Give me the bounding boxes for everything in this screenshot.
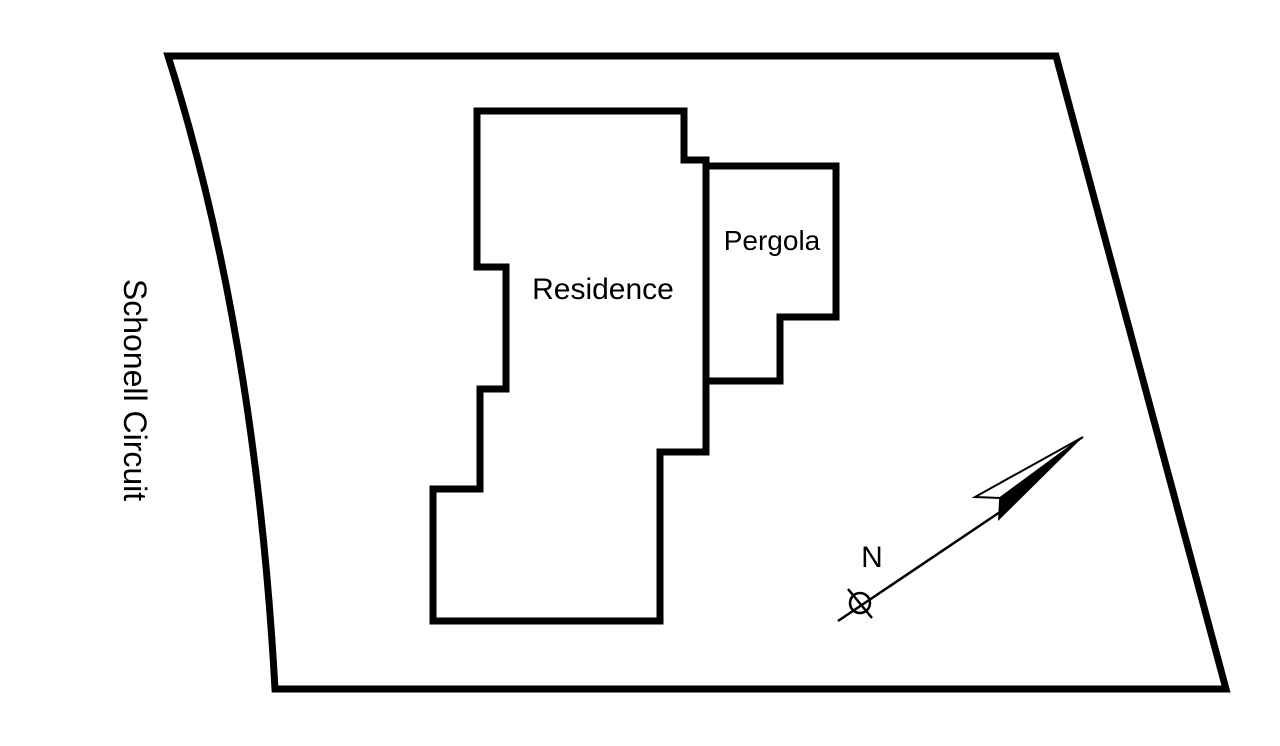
- circle-cross-icon: [847, 588, 873, 619]
- residence-outline: [429, 107, 710, 625]
- north-arrow-head-open: [971, 436, 1084, 500]
- north-arrow-head-solid: [998, 437, 1083, 521]
- north-arrow-icon: [837, 436, 1084, 623]
- residence-label: Residence: [532, 273, 674, 306]
- north-label: N: [861, 541, 883, 574]
- pergola-label: Pergola: [724, 225, 821, 256]
- north-arrow-shaft: [837, 508, 1004, 623]
- pergola-outline: [702, 162, 840, 385]
- property-boundary: [163, 52, 1231, 693]
- street-name-label: Schonell Circuit: [117, 279, 153, 501]
